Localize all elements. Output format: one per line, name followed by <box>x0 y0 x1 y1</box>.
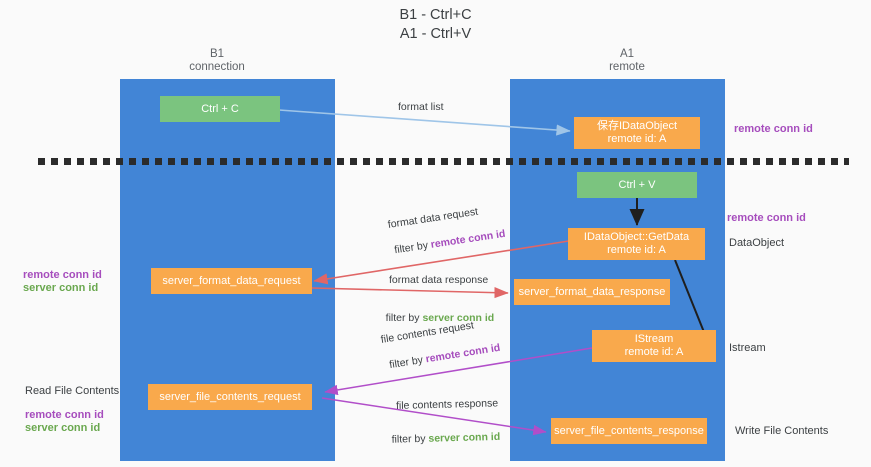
node-server-format-data-request[interactable]: server_format_data_request <box>151 268 312 294</box>
annotation-left-server-conn-id-mid: server conn id <box>23 282 99 294</box>
page-title: B1 - Ctrl+C A1 - Ctrl+V <box>399 7 472 42</box>
node-idataobject-getdata[interactable]: IDataObject::GetData remote id: A <box>568 228 705 260</box>
filter-key-remote-conn-id: remote conn id <box>429 227 507 251</box>
node-istream-line2: remote id: A <box>624 346 684 358</box>
node-server-format-data-response[interactable]: server_format_data_response <box>514 279 670 305</box>
node-getdata-line1: IDataObject::GetData <box>583 231 690 243</box>
annotation-right-remote-conn-id-top: remote conn id <box>734 123 813 135</box>
column-heading-b1: B1 connection <box>189 48 245 73</box>
node-istream-line1: IStream <box>634 333 674 345</box>
annotation-right-remote-conn-id-mid: remote conn id <box>727 212 806 224</box>
filter-prefix: filter by <box>393 238 432 257</box>
annotation-right-write-file-contents: Write File Contents <box>735 425 829 437</box>
filter-key-remote-conn-id: remote conn id <box>424 341 502 366</box>
edge-label-file-contents-response: file contents response <box>395 397 499 412</box>
filter-key-server-conn-id: server conn id <box>428 430 501 445</box>
annotation-left-server-conn-id-bottom: server conn id <box>25 422 101 434</box>
annotation-left-remote-conn-id-bottom: remote conn id <box>25 409 104 421</box>
node-save-idataobject-line1: 保存IDataObject <box>596 120 678 132</box>
node-ctrl-v[interactable]: Ctrl + V <box>577 172 697 198</box>
annotation-left-remote-conn-id-mid: remote conn id <box>23 269 102 281</box>
edge-label-format-data-response-filter: filter by server conn id <box>374 299 495 338</box>
filter-prefix: filter by <box>385 312 423 324</box>
node-save-idataobject[interactable]: 保存IDataObject remote id: A <box>574 117 700 149</box>
node-server-file-contents-request[interactable]: server_file_contents_request <box>148 384 312 410</box>
annotation-right-dataobject: DataObject <box>729 237 785 249</box>
filter-key-server-conn-id: server conn id <box>422 312 495 324</box>
filter-prefix: filter by <box>388 353 427 372</box>
node-ctrl-c[interactable]: Ctrl + C <box>160 96 280 122</box>
annotation-right-istream: Istream <box>729 342 766 354</box>
filter-prefix: filter by <box>391 432 429 446</box>
node-getdata-line2: remote id: A <box>607 244 666 256</box>
node-save-idataobject-line2: remote id: A <box>607 133 667 145</box>
node-server-file-contents-response[interactable]: server_file_contents_response <box>551 418 707 444</box>
edge-label-format-list: format list <box>398 101 444 113</box>
phase-divider <box>38 158 849 165</box>
arrow-format-data-response <box>311 287 509 299</box>
column-heading-a1: A1 remote <box>609 48 645 73</box>
edge-label-file-contents-response-filter: filter by server conn id <box>379 418 500 460</box>
annotation-left-read-file-contents: Read File Contents <box>25 385 120 397</box>
edge-label-format-data-response: format data response <box>389 274 489 286</box>
node-istream[interactable]: IStream remote id: A <box>592 330 716 362</box>
